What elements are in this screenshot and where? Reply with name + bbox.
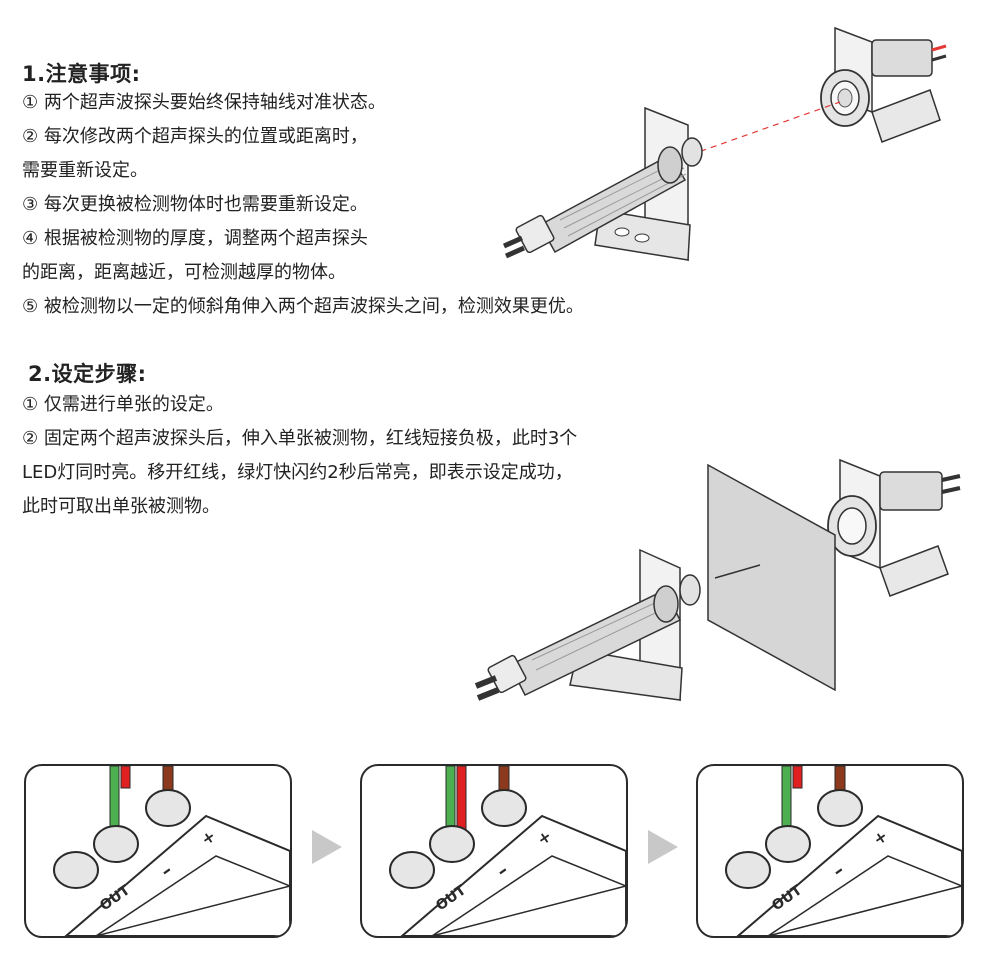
sheet-object bbox=[707, 463, 836, 692]
wiring-diagram-1: OUT – + bbox=[53, 766, 290, 936]
note-line-1: ① 两个超声波探头要始终保持轴线对准状态。 bbox=[22, 92, 386, 113]
note-line-3: 需要重新设定。 bbox=[22, 160, 148, 181]
ultrasonic-beam bbox=[689, 101, 841, 156]
section1-notes: ① 两个超声波探头要始终保持轴线对准状态。 ② 每次修改两个超声探头的位置或距离… bbox=[22, 86, 584, 324]
section1-heading: 1.注意事项: bbox=[22, 62, 141, 86]
play-triangle-icon bbox=[648, 830, 678, 864]
wiring-diagram-2: OUT – + bbox=[389, 766, 626, 936]
beam-line bbox=[714, 564, 761, 579]
note-line-5: ④ 根据被检测物的厚度，调整两个超声探头 bbox=[22, 228, 368, 249]
step-line-1: ① 仅需进行单张的设定。 bbox=[22, 394, 224, 415]
sensor-sheet-illustration bbox=[474, 458, 961, 702]
note-line-2: ② 每次修改两个超声探头的位置或距离时， bbox=[22, 126, 368, 147]
far-sensor-2 bbox=[827, 458, 961, 597]
wiring-panel-2: OUT – + bbox=[360, 764, 628, 938]
sensor-alignment-illustration bbox=[502, 26, 947, 262]
step-line-4: 此时可取出单张被测物。 bbox=[22, 496, 220, 517]
note-line-7: ⑤ 被检测物以一定的倾斜角伸入两个超声波探头之间，检测效果更优。 bbox=[22, 296, 584, 317]
play-triangle-icon bbox=[312, 830, 342, 864]
far-sensor bbox=[820, 26, 947, 143]
step-line-3: LED灯同时亮。移开红线，绿灯快闪约2秒后常亮，即表示设定成功， bbox=[22, 462, 573, 483]
section2-steps: ① 仅需进行单张的设定。 ② 固定两个超声波探头后，伸入单张被测物，红线短接负极… bbox=[22, 388, 577, 524]
near-sensor bbox=[502, 106, 703, 262]
section2-heading: 2.设定步骤: bbox=[28, 362, 147, 386]
near-sensor-2 bbox=[474, 548, 701, 702]
note-line-4: ③ 每次更换被检测物体时也需要重新设定。 bbox=[22, 194, 368, 215]
wiring-panel-3: OUT – + bbox=[696, 764, 964, 938]
note-line-6: 的距离，距离越近，可检测越厚的物体。 bbox=[22, 262, 346, 283]
wiring-diagram-3: OUT – + bbox=[725, 766, 962, 936]
step-line-2: ② 固定两个超声波探头后，伸入单张被测物，红线短接负极，此时3个 bbox=[22, 428, 578, 449]
wiring-panel-1: OUT – + bbox=[24, 764, 292, 938]
